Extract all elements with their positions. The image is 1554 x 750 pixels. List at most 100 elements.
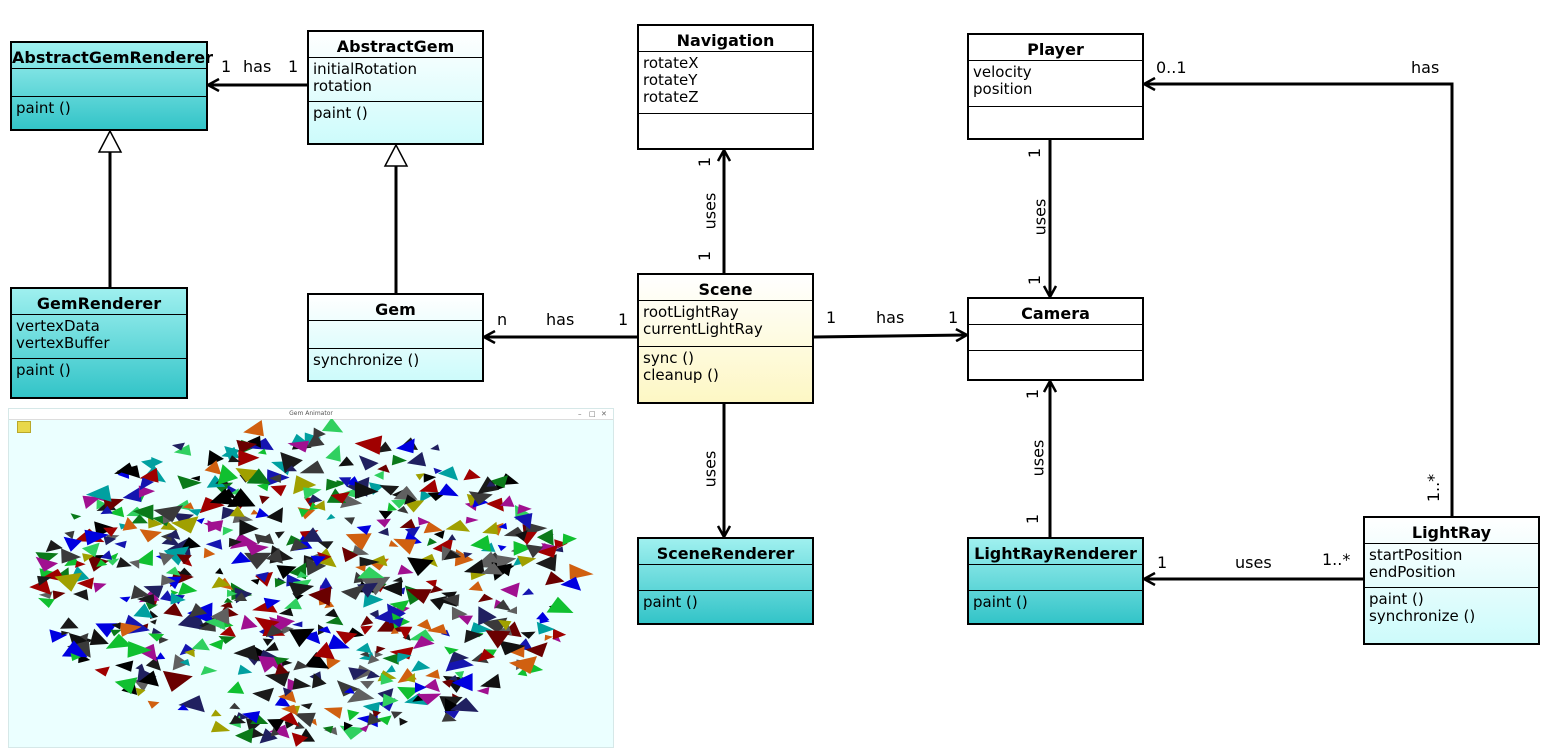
gem-triangle — [160, 590, 175, 603]
gem-triangle — [262, 638, 274, 646]
gem-triangle — [322, 725, 334, 734]
gem-triangle — [106, 558, 120, 566]
gem-triangle — [522, 588, 534, 596]
gem-triangle — [344, 721, 353, 731]
gem-triangle — [425, 669, 440, 679]
class-player: Player velocity position — [967, 33, 1144, 140]
gem-triangle — [360, 625, 373, 635]
gem-triangle — [290, 538, 309, 552]
gem-triangle — [244, 552, 272, 570]
gem-triangle — [426, 624, 448, 635]
gem-triangle — [399, 518, 416, 529]
gem-triangle — [177, 475, 202, 490]
relation-label: uses — [700, 192, 720, 230]
gem-triangle — [135, 549, 153, 566]
gem-triangle — [139, 477, 154, 491]
gem-triangle — [359, 651, 370, 658]
gem-triangle — [508, 645, 525, 658]
gem-triangle — [356, 642, 372, 654]
gem-triangle — [397, 564, 414, 575]
gem-triangle — [250, 578, 260, 585]
gem-triangle — [116, 557, 132, 568]
window-titlebar: Gem Animator — [9, 409, 613, 420]
gem-triangle — [279, 712, 300, 727]
gem-triangle — [407, 557, 434, 577]
gem-triangle — [437, 483, 459, 497]
gem-triangle — [189, 603, 208, 618]
gem-triangle — [390, 627, 399, 634]
gem-triangle — [155, 652, 166, 660]
gem-triangle — [111, 622, 121, 630]
gem-triangle — [319, 577, 333, 589]
gem-triangle — [234, 592, 248, 601]
gem-triangle — [288, 582, 315, 598]
gem-triangle — [70, 653, 81, 661]
gem-triangle — [478, 593, 494, 603]
gem-triangle — [382, 653, 399, 665]
gem-triangle — [61, 630, 70, 636]
gem-triangle — [177, 582, 198, 596]
gem-triangle — [238, 449, 260, 467]
gem-triangle — [348, 667, 369, 681]
gem-triangle — [397, 505, 409, 514]
gem-triangle — [114, 540, 127, 549]
gem-triangle — [173, 444, 192, 456]
gem-triangle — [133, 603, 153, 618]
assoc-scene-camera — [813, 335, 967, 337]
gem-triangle — [182, 558, 193, 567]
gem-triangle — [210, 720, 231, 733]
gem-triangle — [326, 513, 336, 520]
gem-triangle — [390, 617, 404, 628]
gem-triangle — [354, 435, 383, 455]
gem-triangle — [387, 603, 406, 624]
gem-triangle — [257, 448, 267, 455]
gem-triangle — [330, 491, 350, 504]
gem-triangle — [408, 629, 435, 642]
gem-triangle — [498, 522, 508, 530]
gem-triangle — [391, 454, 407, 466]
gem-triangle — [412, 635, 435, 650]
gem-triangle — [520, 631, 536, 639]
gem-triangle — [478, 606, 497, 626]
gem-triangle — [310, 555, 326, 567]
gem-triangle — [119, 622, 142, 637]
gem-triangle — [219, 488, 236, 499]
gem-triangle — [339, 725, 366, 740]
gem-triangle — [412, 694, 424, 702]
gem-triangle — [376, 518, 391, 528]
gem-triangle — [250, 509, 259, 515]
gem-triangle — [207, 450, 224, 467]
gem-triangle — [287, 440, 310, 453]
attributes-section: initialRotation rotation — [309, 58, 482, 102]
gem-triangle — [508, 656, 537, 674]
gem-triangle — [360, 680, 375, 689]
relation-label: has — [1411, 58, 1440, 77]
attribute: position — [973, 80, 1033, 98]
gem-triangle — [536, 545, 558, 558]
gem-triangle — [294, 712, 316, 728]
gem-triangle — [217, 464, 239, 485]
gem-triangle — [441, 712, 457, 722]
attributes-section: vertexData vertexBuffer — [12, 315, 186, 359]
attribute: vertexBuffer — [16, 334, 110, 352]
gem-triangle — [254, 617, 280, 632]
gem-triangle — [321, 419, 344, 433]
gem-triangle — [137, 668, 157, 683]
attribute: rotateY — [643, 71, 698, 89]
methods-section — [969, 107, 1142, 113]
gem-triangle — [64, 555, 80, 567]
gem-triangle — [513, 513, 533, 530]
gem-triangle — [404, 526, 421, 537]
class-camera: Camera — [967, 297, 1144, 381]
gem-triangle — [280, 452, 303, 474]
gem-triangle — [179, 659, 190, 667]
gem-triangle — [406, 451, 427, 467]
relation-label: uses — [1235, 553, 1272, 572]
gem-triangle — [545, 571, 565, 586]
gem-triangle — [143, 585, 164, 599]
class-abstractgem: AbstractGem initialRotation rotation pai… — [307, 30, 484, 145]
gem-triangle — [135, 663, 145, 671]
gem-triangle — [448, 675, 459, 682]
gem-triangle — [468, 581, 483, 592]
gem-triangle — [544, 634, 554, 641]
